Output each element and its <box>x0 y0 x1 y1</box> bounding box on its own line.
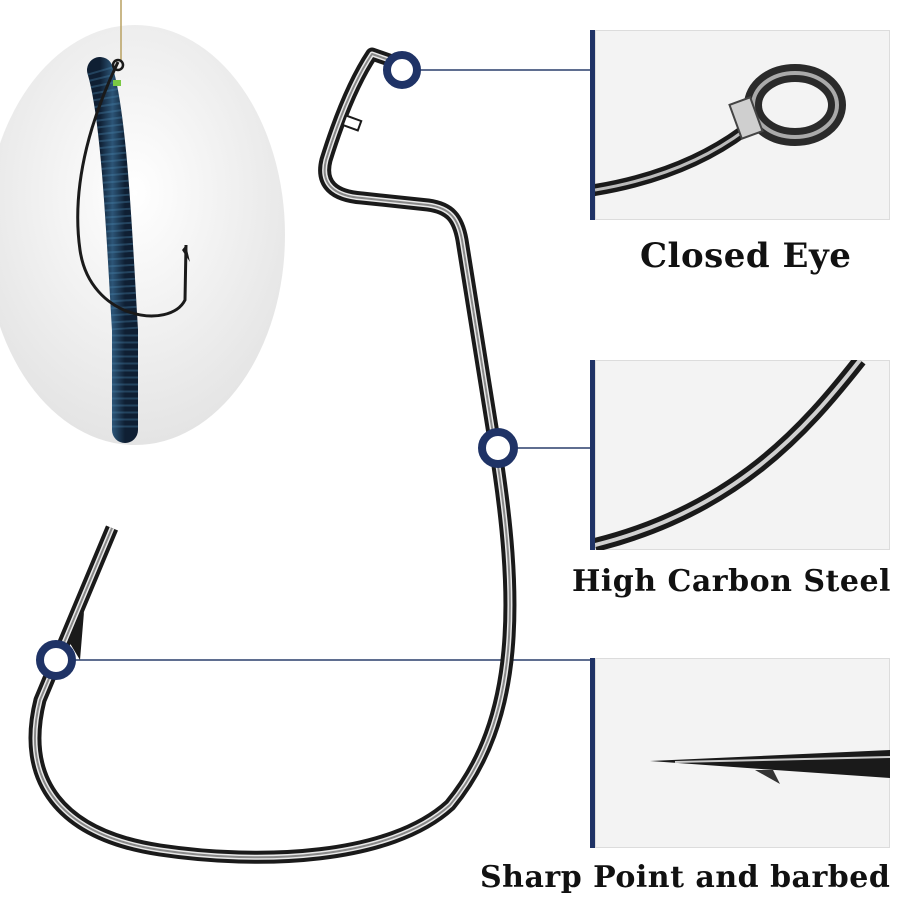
inset-hook <box>76 61 188 318</box>
marker-dot-icon <box>478 428 518 468</box>
closed-eye-detail-panel <box>590 30 890 220</box>
marker-dot-icon <box>36 640 76 680</box>
sharp-point-detail-icon <box>650 750 890 784</box>
rigged-worm-inset <box>0 0 285 445</box>
sharp-point-caption: Sharp Point and barbed <box>480 860 891 895</box>
marker-dot-icon <box>383 51 421 89</box>
high-carbon-steel-caption: High Carbon Steel <box>572 564 891 599</box>
closed-eye-detail-icon <box>595 64 846 196</box>
steel-curve-detail-icon <box>595 360 866 550</box>
main-hook <box>28 47 517 864</box>
high-carbon-steel-detail-panel <box>590 360 890 550</box>
sharp-point-detail-panel <box>590 658 890 848</box>
closed-eye-caption: Closed Eye <box>640 236 852 276</box>
